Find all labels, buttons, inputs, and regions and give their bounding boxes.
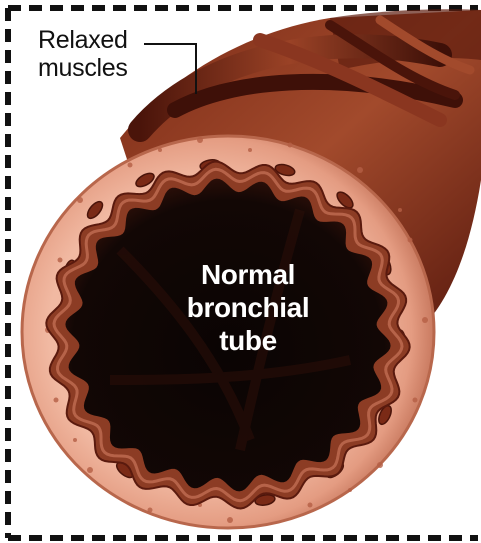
relaxed-muscles-label: Relaxed muscles bbox=[38, 26, 128, 82]
normal-bronchial-tube-label: Normal bronchial tube bbox=[148, 258, 348, 357]
tube-label-line-3: tube bbox=[148, 324, 348, 357]
callout-line-1: Relaxed bbox=[38, 26, 128, 54]
tube-label-line-2: bronchial bbox=[148, 291, 348, 324]
tube-label-line-1: Normal bbox=[148, 258, 348, 291]
callout-line-2: muscles bbox=[38, 54, 128, 82]
